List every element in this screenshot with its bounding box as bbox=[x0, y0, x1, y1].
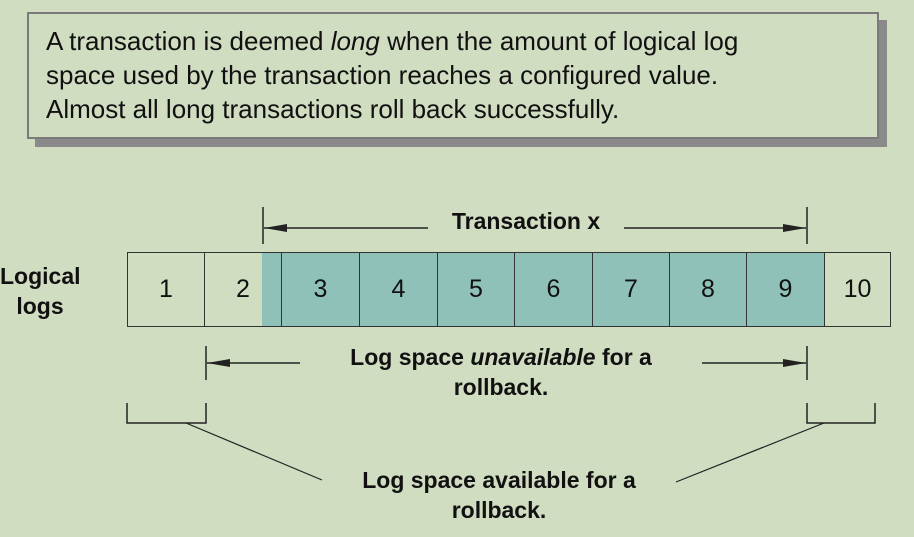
unavailable-post: for a bbox=[595, 344, 652, 370]
log-cell: 9 bbox=[746, 252, 824, 327]
log-cell: 4 bbox=[359, 252, 437, 327]
log-cell: 1 bbox=[127, 252, 204, 327]
callout-line1-post: when the amount of logical log bbox=[379, 26, 739, 56]
log-cell: 5 bbox=[437, 252, 514, 327]
transaction-highlight bbox=[262, 252, 824, 327]
callout-line2: space used by the transaction reaches a … bbox=[46, 60, 719, 90]
available-right-pointer bbox=[675, 422, 825, 483]
callout-line1-pre: A transaction is deemed bbox=[46, 26, 331, 56]
logical-logs-label: Logical logs bbox=[0, 261, 81, 321]
log-cell: 10 bbox=[824, 252, 891, 327]
available-right-bracket bbox=[806, 403, 876, 424]
unavailable-right-arrowhead bbox=[783, 359, 806, 367]
callout-box: A transaction is deemed long when the am… bbox=[27, 12, 879, 139]
unavailable-left-arrowhead bbox=[207, 359, 230, 367]
logical-logs-line1: Logical bbox=[0, 263, 81, 289]
logical-logs-line2: logs bbox=[16, 293, 64, 319]
callout-line3: Almost all long transactions roll back s… bbox=[46, 94, 620, 124]
callout-line1-em: long bbox=[330, 26, 380, 56]
transaction-left-arrowhead bbox=[264, 224, 287, 232]
available-line2: rollback. bbox=[451, 497, 547, 523]
unavailable-em: unavailable bbox=[470, 344, 596, 370]
callout-text: A transaction is deemed long when the am… bbox=[46, 24, 866, 126]
log-cell: 8 bbox=[669, 252, 746, 327]
log-cell: 6 bbox=[514, 252, 592, 327]
available-left-bracket bbox=[126, 403, 207, 424]
transaction-label: Transaction x bbox=[428, 206, 624, 236]
available-left-pointer bbox=[185, 422, 323, 481]
available-line1: Log space available for a bbox=[362, 467, 636, 493]
available-label: Log space available for a rollback. bbox=[322, 465, 676, 525]
log-cell: 3 bbox=[281, 252, 359, 327]
log-cell: 2 bbox=[204, 252, 281, 327]
log-cell: 7 bbox=[592, 252, 669, 327]
unavailable-label: Log space unavailable for a rollback. bbox=[300, 342, 702, 402]
transaction-right-arrowhead bbox=[783, 224, 806, 232]
unavailable-line2: rollback. bbox=[453, 374, 549, 400]
unavailable-pre: Log space bbox=[350, 344, 471, 370]
